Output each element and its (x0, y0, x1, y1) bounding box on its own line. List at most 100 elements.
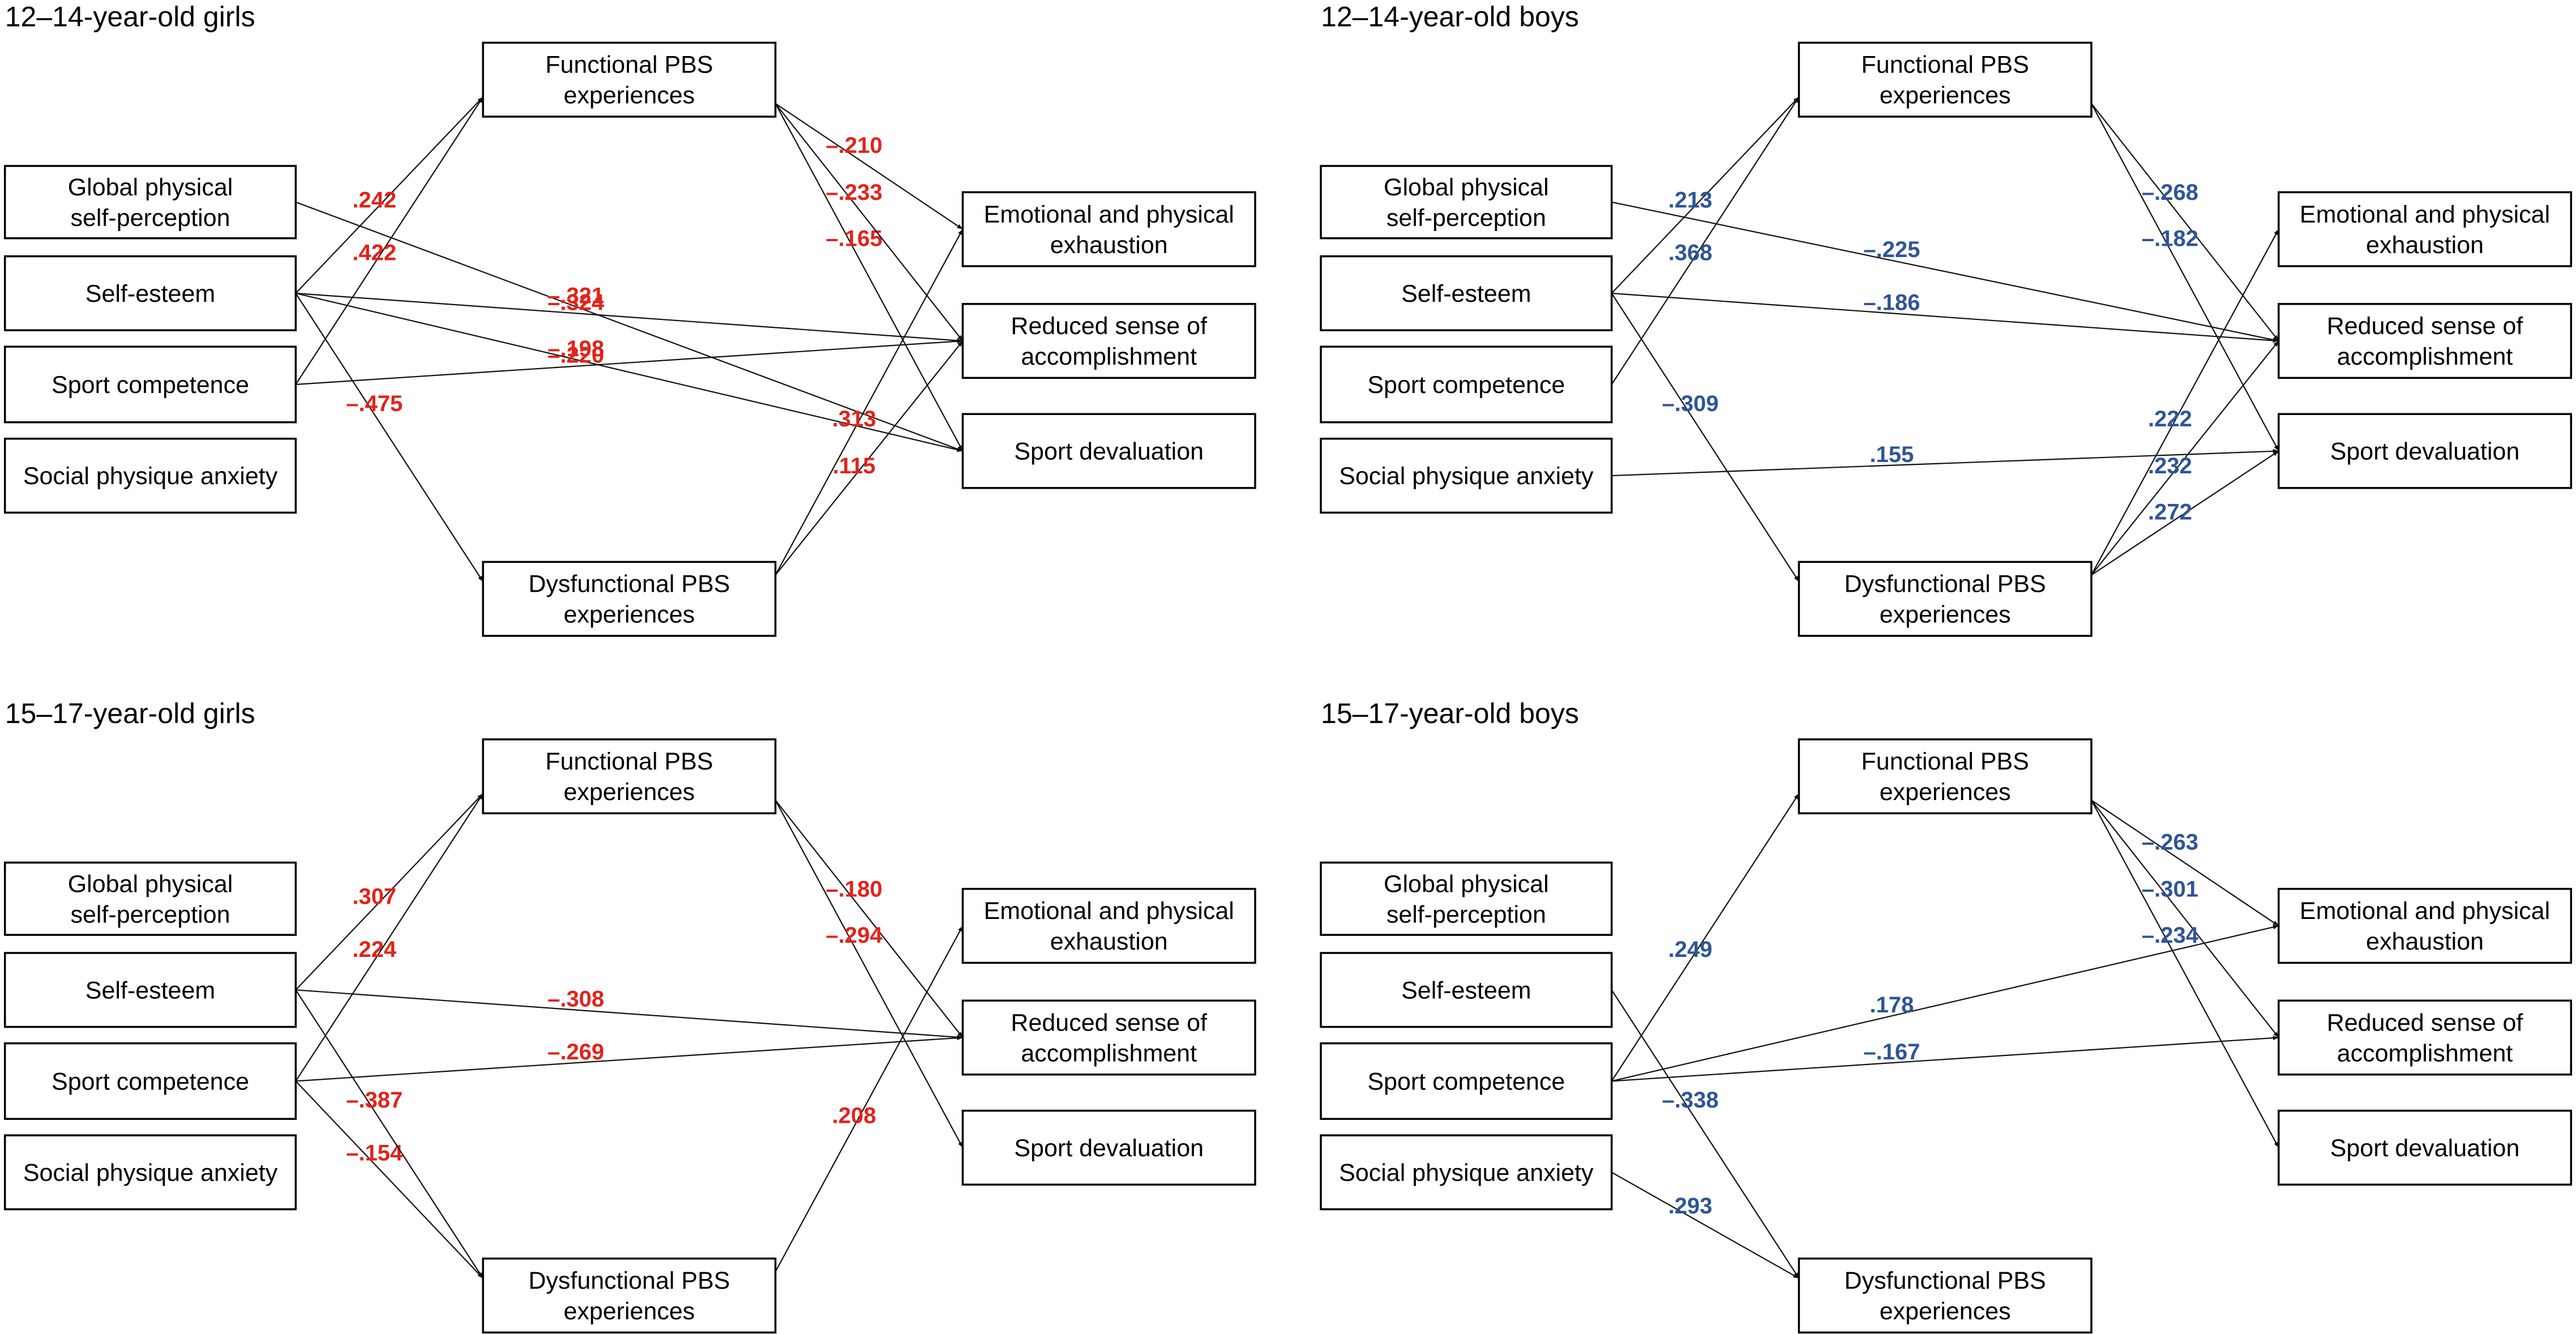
box-label: Self-esteem (85, 280, 215, 307)
panel-4: 15–17-year-old boys.249.178–.167–.338.29… (1320, 698, 2573, 1334)
path-arrow-competence-to-accomplishment (296, 1036, 963, 1082)
path-coefficient: .224 (352, 937, 397, 962)
box-label: Sport competence (1367, 371, 1565, 399)
panel-1: 12–14-year-old girls.422.242–.321–.324–.… (3, 1, 1256, 637)
path-coefficient: .213 (1668, 187, 1713, 212)
path-coefficient: .293 (1668, 1194, 1713, 1218)
path-arrow-esteem-to-functional (1611, 96, 1800, 294)
panel-title: 12–14-year-old girls (5, 1, 255, 32)
box-anxiety: Social physique anxiety (1320, 1134, 1613, 1211)
box-label: accomplishment (1021, 343, 1197, 370)
box-label: Dysfunctional PBS (1845, 1267, 2046, 1294)
path-arrow-esteem-to-functional (295, 96, 483, 294)
path-coefficient: .155 (1870, 442, 1914, 467)
box-label: Emotional and physical (984, 201, 1234, 228)
path-arrow-esteem-to-dysfunctional (295, 293, 484, 582)
box-label: Social physique anxiety (1339, 463, 1594, 490)
box-label: Dysfunctional PBS (1845, 571, 2046, 598)
box-label: self-perception (1387, 204, 1546, 232)
path-coefficient: –.324 (547, 290, 605, 315)
box-dysfunctional: Dysfunctional PBS experiences (1798, 1258, 2093, 1334)
box-label: self-perception (70, 204, 230, 232)
box-label: exhaustion (1050, 232, 1168, 259)
box-label: experiences (1880, 779, 2011, 806)
box-global: Global physical self-perception (1320, 861, 1613, 936)
path-coefficient: –.180 (826, 876, 883, 901)
path-arrow-functional-to-devaluation (2091, 103, 2279, 452)
path-coefficient: –.338 (1662, 1088, 1719, 1113)
box-label: Sport devaluation (1014, 1135, 1204, 1162)
path-arrow-functional-to-accomplishment (774, 799, 964, 1038)
panel-3: 15–17-year-old girls.307.224–.308–.269–.… (3, 698, 1256, 1334)
path-arrow-dysfunctional-to-devaluation (2091, 450, 2279, 576)
path-arrow-functional-to-exhaustion (2091, 799, 2279, 927)
box-accomplishment: Reduced sense of accomplishment (961, 303, 1256, 379)
paths: .249.178–.167–.338.293–.263–.301–.234 (1611, 793, 2279, 1279)
path-arrow-functional-to-accomplishment (2091, 799, 2279, 1038)
path-coefficient: .178 (1870, 993, 1914, 1017)
path-arrow-esteem-to-accomplishment (1611, 292, 2279, 343)
path-coefficient: –.294 (826, 923, 883, 948)
path-arrow-competence-to-accomplishment (296, 339, 963, 386)
panel-title: 12–14-year-old boys (1321, 1, 1579, 32)
path-coefficient: .307 (352, 884, 396, 909)
box-label: experiences (563, 601, 695, 628)
path-coefficient: –.167 (1863, 1040, 1920, 1064)
path-coefficient: –.198 (547, 336, 604, 361)
box-label: Sport competence (52, 371, 249, 399)
path-coefficient: –.387 (346, 1088, 403, 1113)
box-label: Reduced sense of (1011, 313, 1208, 340)
box-label: self-perception (70, 901, 230, 928)
path-arrow-dysfunctional-to-accomplishment (2091, 340, 2279, 576)
path-arrow-functional-to-exhaustion (775, 102, 964, 230)
path-arrow-global-to-accomplishment (1611, 201, 2279, 342)
path-coefficient: –.301 (2142, 876, 2198, 901)
path-coefficient: –.182 (2142, 226, 2198, 251)
box-label: Reduced sense of (1011, 1009, 1208, 1036)
path-arrow-functional-to-devaluation (2091, 799, 2279, 1148)
box-dysfunctional: Dysfunctional PBS experiences (482, 561, 777, 637)
path-arrow-global-to-devaluation (295, 201, 963, 452)
paths: .213.368–.225–.186–.309.155–.268–.182.22… (1611, 96, 2279, 582)
box-label: Functional PBS (1862, 748, 2029, 775)
path-arrow-esteem-to-devaluation (296, 292, 963, 452)
box-label: Functional PBS (545, 52, 713, 79)
path-arrow-esteem-to-accomplishment (296, 292, 963, 343)
box-functional: Functional PBS experiences (1798, 738, 2093, 815)
path-arrow-competence-to-functional (1611, 793, 1800, 1081)
path-coefficient: –.154 (346, 1141, 403, 1166)
box-label: Reduced sense of (2327, 313, 2524, 340)
box-label: experiences (563, 779, 695, 806)
path-arrow-dysfunctional-to-exhaustion (774, 925, 964, 1272)
box-label: Global physical (1384, 870, 1549, 897)
panels-layer: 12–14-year-old girls.422.242–.321–.324–.… (3, 1, 2573, 1334)
box-competence: Sport competence (1320, 345, 1613, 424)
path-arrow-functional-to-accomplishment (2091, 103, 2279, 341)
path-arrow-dysfunctional-to-exhaustion (2091, 229, 2279, 576)
path-coefficient: –.233 (826, 180, 883, 205)
path-coefficient: –.308 (547, 987, 604, 1012)
path-arrow-competence-to-dysfunctional (295, 1080, 483, 1279)
box-esteem: Self-esteem (3, 255, 297, 332)
box-label: Functional PBS (545, 748, 713, 775)
box-label: experiences (1880, 1298, 2011, 1325)
path-arrow-dysfunctional-to-accomplishment (774, 340, 964, 576)
box-label: Emotional and physical (984, 897, 1234, 925)
box-anxiety: Social physique anxiety (3, 438, 297, 514)
path-arrow-esteem-to-accomplishment (296, 989, 963, 1040)
box-label: self-perception (1387, 901, 1546, 928)
path-coefficient: –.268 (2142, 180, 2198, 205)
box-label: Global physical (1384, 174, 1549, 201)
path-coefficient: .368 (1668, 241, 1713, 266)
path-arrow-esteem-to-dysfunctional (1611, 989, 1800, 1279)
box-devaluation: Sport devaluation (961, 413, 1256, 489)
path-coefficient: –.225 (1863, 237, 1920, 262)
path-coefficient: .232 (2148, 454, 2192, 478)
box-label: Social physique anxiety (1339, 1159, 1594, 1186)
path-arrow-functional-to-devaluation (774, 799, 964, 1148)
box-label: Dysfunctional PBS (528, 571, 730, 598)
path-coefficient: –.263 (2142, 830, 2198, 854)
